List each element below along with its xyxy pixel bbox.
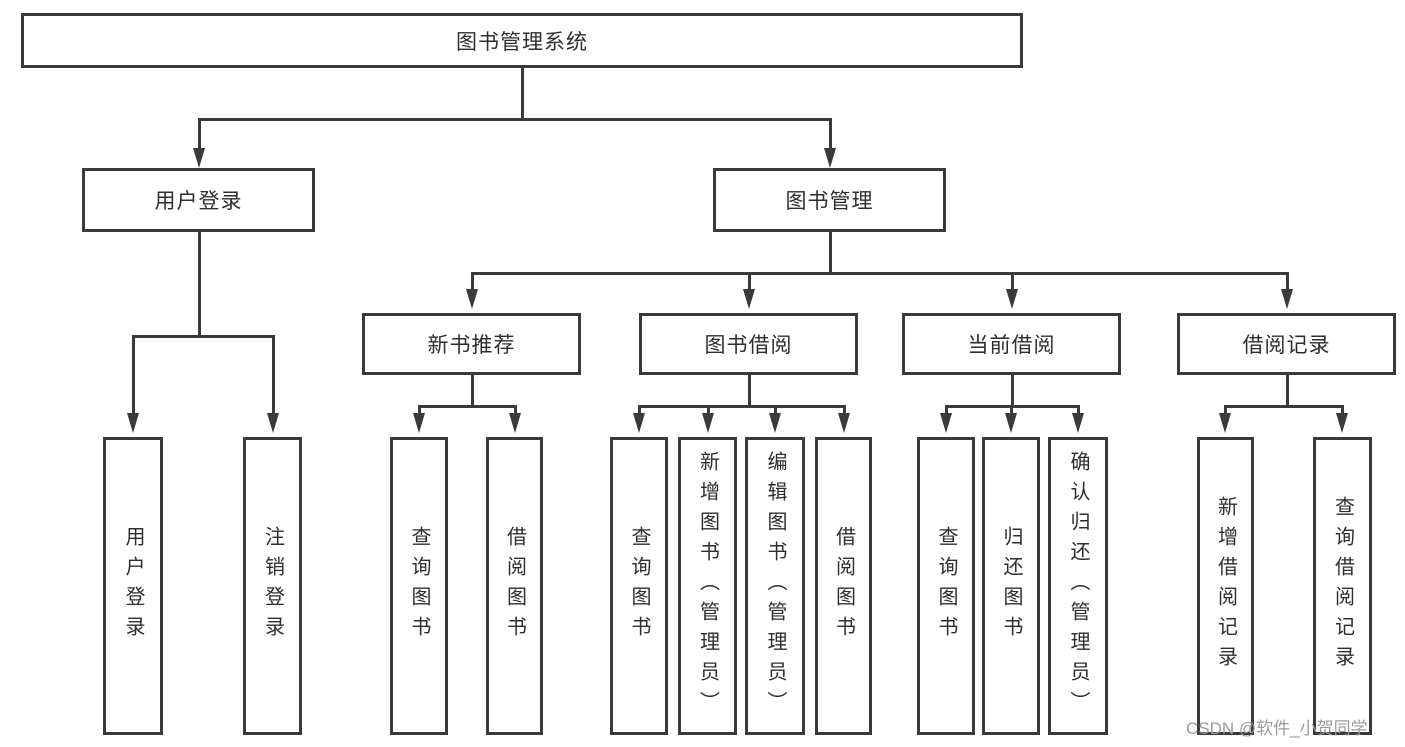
leaf-user-login: 用户登录 <box>103 437 163 735</box>
arrow-down-icon <box>1335 413 1348 433</box>
arrow-down-icon <box>465 289 478 309</box>
arrow-down-icon <box>1218 413 1231 433</box>
connector-line <box>470 375 474 406</box>
csdn-watermark: CSDN @软件_小贺同学 <box>1186 719 1368 738</box>
arrow-down-icon <box>1071 413 1084 433</box>
connector-line <box>842 406 846 415</box>
node-label: 查询借阅记录 <box>1331 496 1354 676</box>
connector-line <box>828 119 832 150</box>
connector-line <box>747 375 751 406</box>
connector-line <box>637 406 641 415</box>
arrow-down-icon <box>412 413 425 433</box>
connector-line <box>131 336 135 415</box>
connector-line <box>1009 406 1013 415</box>
arrow-down-icon <box>266 413 279 433</box>
connector-line <box>520 68 524 119</box>
arrow-down-icon <box>837 413 850 433</box>
connector-line <box>417 404 517 408</box>
node-borrowing-records: 借阅记录 <box>1177 313 1396 375</box>
node-label: 查询图书 <box>935 526 957 646</box>
node-label: 归还图书 <box>1000 526 1022 646</box>
arrow-down-icon <box>701 413 714 433</box>
arrow-down-icon <box>768 413 781 433</box>
connector-line <box>1340 406 1344 415</box>
connector-line <box>747 273 751 291</box>
arrow-down-icon <box>1004 413 1017 433</box>
connector-line <box>828 232 832 273</box>
arrow-down-icon <box>192 148 205 168</box>
leaf-borrow-query-books: 查询图书 <box>610 437 668 735</box>
connector-line <box>1223 404 1344 408</box>
leaf-newbook-borrow-books: 借阅图书 <box>486 437 543 735</box>
connector-line <box>470 273 474 291</box>
leaf-newbook-query-books: 查询图书 <box>390 437 448 735</box>
leaf-borrow-edit-book-admin: 编辑图书（管理员） <box>745 437 805 735</box>
connector-line <box>271 336 275 415</box>
node-label: 查询图书 <box>408 526 430 646</box>
connector-line <box>1010 273 1014 291</box>
node-label: 新书推荐 <box>427 334 516 357</box>
node-label: 确认归还（管理员） <box>1067 451 1089 721</box>
node-user-login: 用户登录 <box>82 168 315 232</box>
connector-line <box>1285 375 1289 406</box>
leaf-record-add-borrow-record: 新增借阅记录 <box>1197 437 1254 735</box>
arrow-down-icon <box>1005 289 1018 309</box>
connector-line <box>131 334 275 338</box>
connector-line <box>197 119 201 150</box>
node-label: 编辑图书（管理员） <box>764 451 786 721</box>
connector-line <box>197 232 201 336</box>
node-label: 用户登录 <box>154 190 243 213</box>
arrow-down-icon <box>823 148 836 168</box>
arrow-down-icon <box>1280 289 1293 309</box>
arrow-down-icon <box>126 413 139 433</box>
node-book-management: 图书管理 <box>713 168 946 232</box>
leaf-current-query-books: 查询图书 <box>917 437 975 735</box>
node-label: 图书管理 <box>785 190 874 213</box>
arrow-down-icon <box>632 413 645 433</box>
connector-line <box>1010 375 1014 406</box>
node-label: 新增借阅记录 <box>1214 496 1237 676</box>
node-label: 查询图书 <box>628 526 650 646</box>
connector-line <box>944 406 948 415</box>
leaf-current-confirm-return-admin: 确认归还（管理员） <box>1048 437 1108 735</box>
node-label: 借阅图书 <box>503 526 526 646</box>
node-book-borrowing: 图书借阅 <box>639 313 858 375</box>
connector-line <box>1076 406 1080 415</box>
node-current-borrowing: 当前借阅 <box>902 313 1121 375</box>
node-label: 借阅图书 <box>832 526 855 646</box>
arrow-down-icon <box>939 413 952 433</box>
leaf-record-query-borrow-record: 查询借阅记录 <box>1313 437 1372 735</box>
connector-line <box>513 406 517 415</box>
leaf-borrow-add-book-admin: 新增图书（管理员） <box>678 437 737 735</box>
node-label: 当前借阅 <box>967 334 1056 357</box>
arrow-down-icon <box>508 413 521 433</box>
connector-line <box>197 117 832 121</box>
connector-line <box>706 406 710 415</box>
connector-line <box>470 271 1289 275</box>
node-label: 图书管理系统 <box>456 30 588 54</box>
arrow-down-icon <box>742 289 755 309</box>
node-label: 借阅记录 <box>1242 334 1331 357</box>
connector-line <box>417 406 421 415</box>
node-label: 图书借阅 <box>704 334 793 357</box>
connector-line <box>1285 273 1289 291</box>
node-root-system: 图书管理系统 <box>21 13 1023 68</box>
node-label: 注销登录 <box>261 526 284 646</box>
connector-line <box>1223 406 1227 415</box>
leaf-current-return-books: 归还图书 <box>982 437 1040 735</box>
leaf-borrow-borrow-books: 借阅图书 <box>815 437 872 735</box>
connector-line <box>773 406 777 415</box>
leaf-logout: 注销登录 <box>243 437 302 735</box>
node-label: 用户登录 <box>122 526 144 646</box>
connector-line <box>637 404 846 408</box>
node-new-book-recommend: 新书推荐 <box>362 313 581 375</box>
node-label: 新增图书（管理员） <box>696 451 719 721</box>
